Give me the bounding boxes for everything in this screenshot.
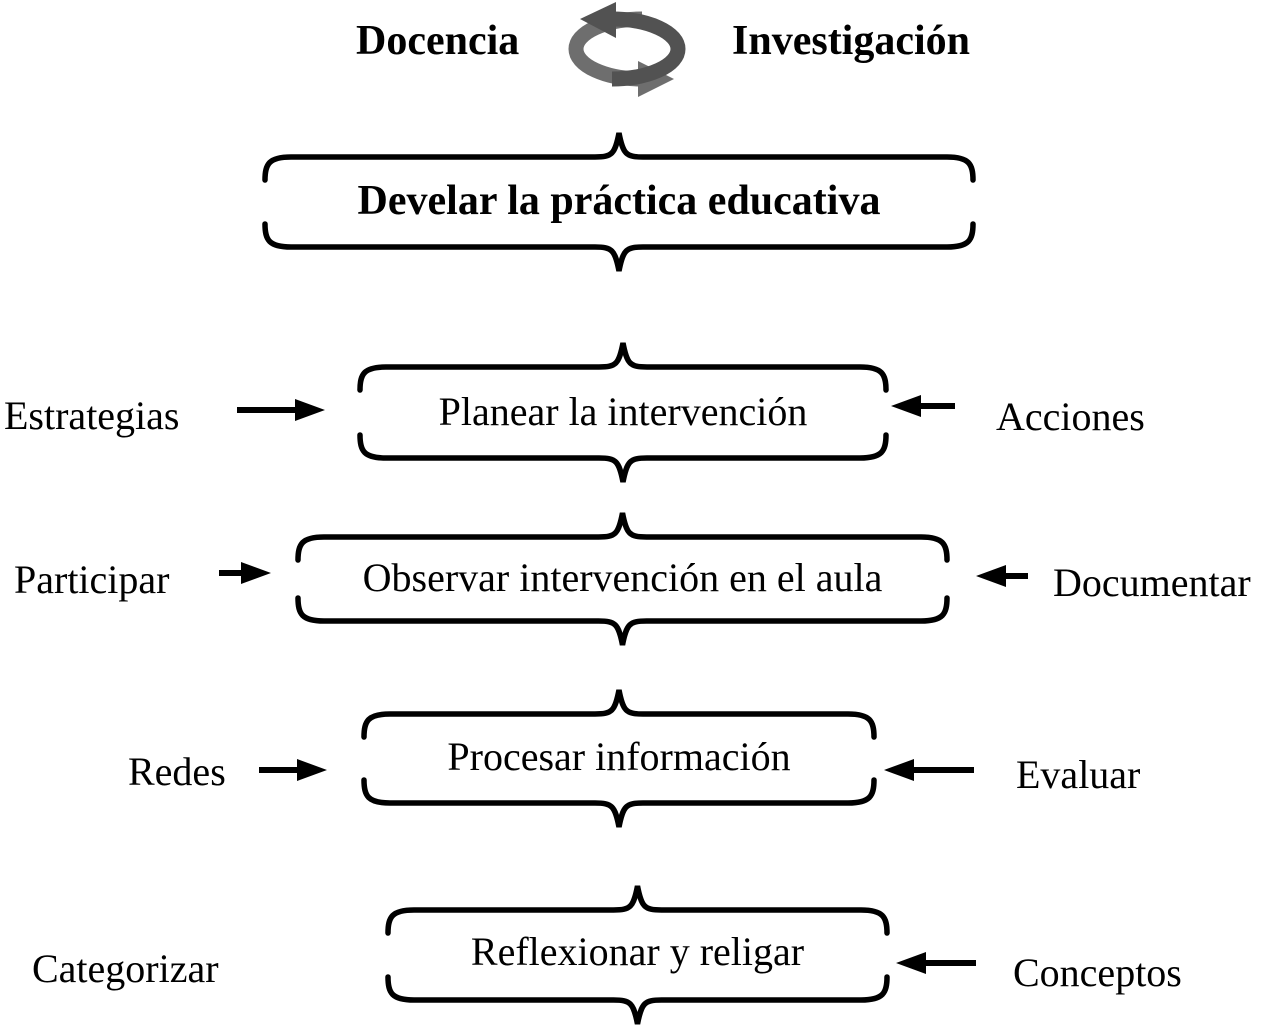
side-label-documentar: Documentar (1053, 560, 1251, 605)
cycle-arrows-icon (568, 2, 686, 97)
acciones-left-arrow-icon (891, 395, 955, 417)
stage-procesar-brace (361, 689, 877, 828)
side-label-acciones: Acciones (996, 394, 1145, 439)
side-label-redes: Redes (128, 749, 226, 794)
side-label-estrategias: Estrategias (4, 393, 180, 438)
cycle-right-arc (611, 11, 686, 87)
stage-procesar-label: Procesar información (447, 734, 791, 779)
redes-right-arrow-icon (259, 759, 327, 781)
stage-develar-label: Develar la práctica educativa (357, 178, 881, 224)
side-label-evaluar: Evaluar (1016, 752, 1141, 797)
stage-observar-label: Observar intervención en el aula (362, 555, 883, 600)
cycle-right-arrowhead (580, 2, 616, 38)
side-label-conceptos: Conceptos (1013, 950, 1182, 995)
estrategias-right-arrow-icon (237, 399, 325, 421)
documentar-left-arrow-icon (976, 565, 1028, 587)
side-label-participar: Participar (14, 557, 170, 602)
stage-observar-brace (295, 512, 950, 646)
header-left-label: Docencia (356, 18, 520, 64)
stage-planear-label: Planear la intervención (438, 389, 808, 434)
stage-develar-brace (262, 132, 976, 272)
stage-reflexionar-brace (385, 885, 890, 1025)
evaluar-left-arrow-icon (884, 759, 974, 781)
header-right-label: Investigación (732, 18, 971, 64)
stage-reflexionar-label: Reflexionar y religar (470, 929, 805, 974)
conceptos-left-arrow-icon (896, 952, 976, 974)
participar-right-arrow-icon (219, 562, 271, 584)
side-label-categorizar: Categorizar (32, 946, 219, 991)
stage-planear-brace (357, 342, 889, 483)
